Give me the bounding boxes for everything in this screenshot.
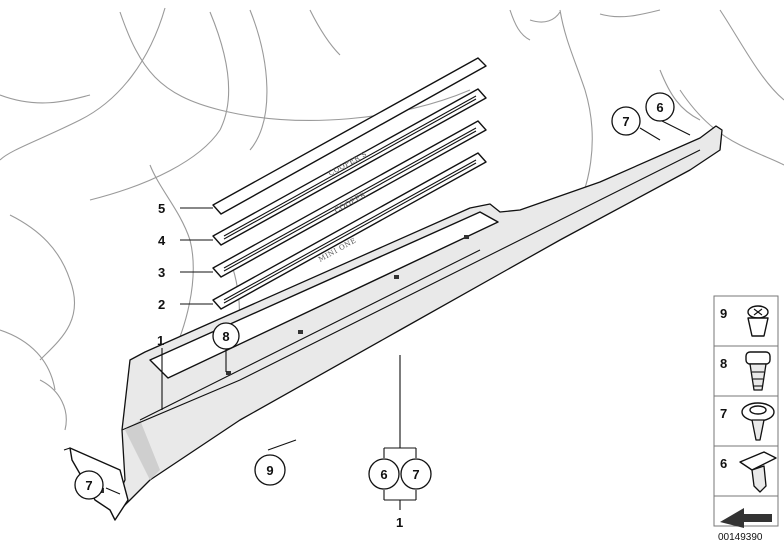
- push-rivet-icon: [741, 402, 775, 441]
- callout-clip-7-mid: 7: [412, 467, 419, 482]
- side-sill: [114, 125, 723, 516]
- callouts: 5 4 3 2 1 8 7 9 6 7 1 7 6: [74, 92, 675, 530]
- callout-strip-5: 5: [158, 201, 165, 216]
- callout-sill-1: 1: [157, 333, 164, 348]
- callout-clip-6-rear: 6: [656, 100, 663, 115]
- trim-clip-icon: [739, 451, 777, 493]
- callout-clip-8: 8: [222, 329, 229, 344]
- legend-number-6: 6: [720, 456, 727, 471]
- callout-circle-8: [212, 322, 240, 350]
- callout-circle-7-rear: [611, 106, 641, 136]
- screw-clip-icon: [747, 305, 769, 337]
- diagram-code: 00149390: [718, 532, 763, 543]
- callout-circle-9: [254, 454, 286, 486]
- callout-circle-6-rear: [645, 92, 675, 122]
- callout-strip-4: 4: [158, 233, 166, 248]
- legend-number-8: 8: [720, 356, 727, 371]
- callout-strip-3: 3: [158, 265, 165, 280]
- callout-circle-7-mid: [400, 458, 432, 490]
- callout-circle-7-front: [74, 470, 104, 500]
- callout-strip-2: 2: [158, 297, 165, 312]
- legend-box-7: [713, 395, 779, 447]
- leader-lines: [105, 119, 691, 510]
- legend-number-7: 7: [720, 406, 727, 421]
- callout-circle-6-mid: [368, 458, 400, 490]
- sill-strip-2: MINI ONE: [212, 152, 487, 310]
- callout-clip-6-mid: 6: [380, 467, 387, 482]
- sill-strip-5: [212, 57, 487, 215]
- direction-arrow-icon: [720, 508, 772, 528]
- legend-box-9: [713, 295, 779, 347]
- callout-bracket-1: 1: [396, 515, 403, 530]
- callout-clip-7-rear: 7: [622, 114, 629, 129]
- legend-number-9: 9: [720, 306, 727, 321]
- callout-sill-9: 9: [266, 463, 273, 478]
- fastener-legend: 9 8 7 6: [713, 295, 779, 543]
- vehicle-body-outline: [0, 7, 784, 431]
- callout-clip-7-front: 7: [85, 478, 92, 493]
- expansion-nut-icon: [745, 351, 771, 391]
